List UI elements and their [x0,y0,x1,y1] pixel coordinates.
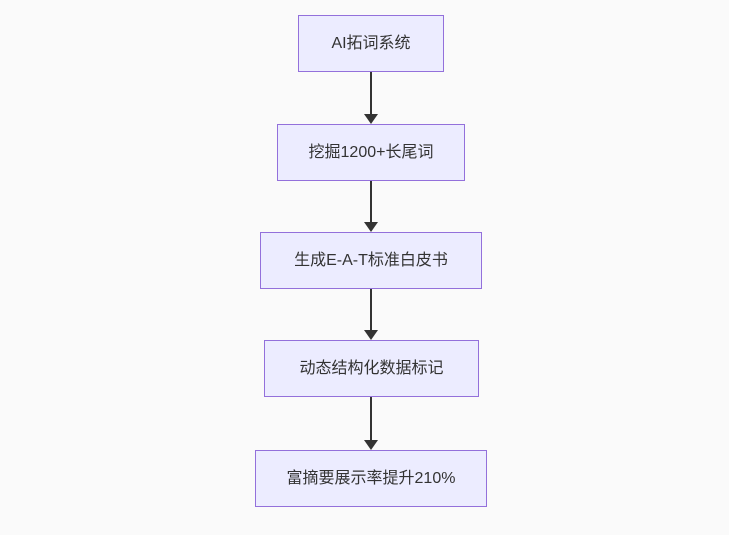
edge-line-2 [370,181,372,222]
flowchart-node-4: 动态结构化数据标记 [264,340,479,397]
arrowhead-down-icon [364,440,378,450]
flowchart-node-5-label: 富摘要展示率提升210% [286,469,456,487]
arrowhead-down-icon [364,114,378,124]
flowchart-node-1-label: AI拓词系统 [331,34,411,52]
arrowhead-down-icon [364,330,378,340]
flowchart-node-3: 生成E-A-T标准白皮书 [260,232,482,289]
arrowhead-down-icon [364,222,378,232]
flowchart-node-5: 富摘要展示率提升210% [255,450,487,507]
edge-line-4 [370,397,372,440]
flowchart-node-2-label: 挖掘1200+长尾词 [308,143,434,161]
flowchart-node-3-label: 生成E-A-T标准白皮书 [294,251,448,269]
flowchart-node-1: AI拓词系统 [298,15,444,72]
flowchart-node-2: 挖掘1200+长尾词 [277,124,465,181]
edge-line-3 [370,289,372,330]
edge-line-1 [370,72,372,114]
flowchart-node-4-label: 动态结构化数据标记 [299,359,444,377]
